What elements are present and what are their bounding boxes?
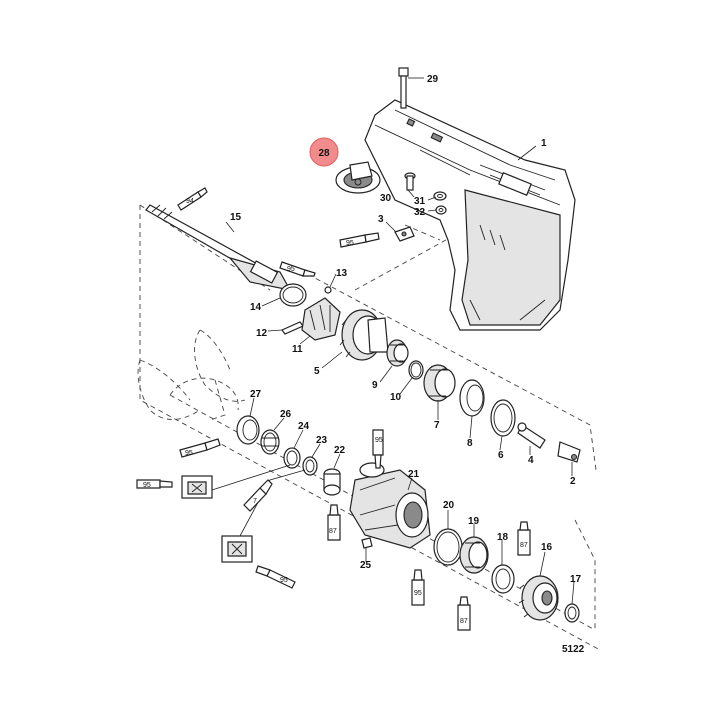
screw-30	[404, 172, 416, 191]
callout-12[interactable]: 12	[256, 328, 268, 339]
nut-32	[435, 205, 447, 215]
lubricant-tube-95-shaft: 95	[279, 261, 316, 277]
callout-16[interactable]: 16	[541, 542, 553, 553]
lubricant-tube-95-carrier: 95	[372, 429, 384, 469]
shift-shaft-4	[517, 422, 546, 449]
washer-17	[564, 603, 580, 623]
callout-15[interactable]: 15	[230, 212, 242, 223]
ring-13	[324, 286, 332, 294]
callout-32[interactable]: 32	[414, 207, 426, 218]
callout-26[interactable]: 26	[280, 409, 292, 420]
callout-2[interactable]: 2	[570, 476, 576, 487]
tool-box-upper	[181, 475, 213, 499]
lubricant-tube-87-bearing: 87	[457, 596, 471, 631]
tapered-bearing-7	[423, 364, 456, 402]
lubricant-label-87-bushing: 87	[329, 528, 337, 535]
washer-31	[433, 191, 447, 201]
callout-11[interactable]: 11	[292, 344, 303, 355]
callout-28[interactable]: 28	[318, 148, 330, 159]
o-ring-20	[433, 528, 463, 566]
callout-8[interactable]: 8	[467, 438, 473, 449]
clutch-11	[301, 297, 341, 341]
callout-17[interactable]: 17	[570, 574, 582, 585]
lubricant-label-94: 94	[186, 198, 194, 205]
callout-10[interactable]: 10	[390, 392, 402, 403]
callout-21[interactable]: 21	[408, 469, 420, 480]
lubricant-label-87-gear: 87	[520, 542, 528, 549]
lubricant-tube-87-bushing: 87	[327, 504, 341, 541]
lubricant-tube-7: 7	[243, 479, 273, 512]
bearing-19	[459, 536, 489, 574]
pin-12	[281, 321, 304, 335]
race-18	[491, 564, 515, 594]
bearing-carrier-21	[349, 462, 431, 549]
callout-22[interactable]: 22	[334, 445, 346, 456]
bearing-9	[386, 339, 409, 367]
lubricant-tube-95-ring: 95	[411, 569, 425, 606]
callout-4[interactable]: 4	[528, 455, 534, 466]
callout-numbers: 1 2 3 4 5 6 7 8 9 10 11 12 13 14 15 16 1…	[230, 74, 582, 585]
lubricant-label-95-ring: 95	[414, 590, 422, 597]
propeller-outline	[137, 329, 246, 421]
lubricant-tube-94: 94	[177, 187, 208, 211]
callout-19[interactable]: 19	[468, 516, 480, 527]
washer-24	[283, 447, 301, 469]
callout-30[interactable]: 30	[380, 193, 392, 204]
seal-27	[236, 415, 260, 445]
bushing-22	[323, 468, 341, 496]
lubricant-label-95-fitting: 95	[346, 240, 354, 247]
lubricant-label-95-carrier: 95	[375, 437, 383, 444]
callout-29[interactable]: 29	[427, 74, 439, 85]
callout-5[interactable]: 5	[314, 366, 320, 377]
bolt-29	[398, 67, 409, 109]
lubricant-tube-95-lower: 95	[255, 565, 296, 589]
lubricant-label-7: 7	[253, 498, 257, 505]
lubricant-tube-95-box: 95	[136, 479, 173, 489]
o-ring-6	[490, 399, 516, 437]
shift-cam-2	[557, 441, 581, 463]
callout-14[interactable]: 14	[250, 302, 262, 313]
gear-housing	[364, 99, 576, 331]
callout-18[interactable]: 18	[497, 532, 509, 543]
callout-leaders	[225, 77, 575, 605]
reverse-gear-16	[518, 575, 559, 621]
callout-31[interactable]: 31	[414, 196, 426, 207]
seal-23	[302, 456, 318, 476]
callout-13[interactable]: 13	[336, 268, 348, 279]
callout-25[interactable]: 25	[360, 560, 372, 571]
highlight-callout-28[interactable]	[309, 137, 339, 167]
figure-number: 5122	[562, 644, 585, 655]
tool-leader-lower	[239, 469, 306, 537]
o-ring-14	[279, 283, 307, 307]
callout-20[interactable]: 20	[443, 500, 455, 511]
ring-10	[408, 360, 424, 380]
callout-27[interactable]: 27	[250, 389, 262, 400]
callout-23[interactable]: 23	[316, 435, 328, 446]
lubricant-label-87-bearing: 87	[460, 618, 468, 625]
lubricant-tube-87-gear: 87	[517, 521, 531, 556]
tool-leader-upper	[211, 464, 291, 491]
lubricant-label-95-shaft: 95	[287, 266, 295, 273]
screw-25	[361, 537, 373, 549]
lubricant-label-95-lower: 95	[280, 577, 288, 584]
tool-box-lower	[221, 535, 253, 563]
propeller-shaft-15	[145, 204, 292, 291]
fitting-3	[394, 226, 415, 242]
ring-26	[260, 429, 280, 455]
cover-28	[335, 161, 381, 194]
lubricant-tube-95-seal: 95	[179, 438, 221, 458]
lubricant-label-95-box: 95	[143, 482, 151, 489]
callout-9[interactable]: 9	[372, 380, 378, 391]
lubricant-tube-95-fitting: 95	[339, 232, 380, 248]
bearing-race-8	[459, 379, 485, 417]
callout-7[interactable]: 7	[434, 420, 440, 431]
callout-3[interactable]: 3	[378, 214, 384, 225]
forward-gear-5	[339, 309, 389, 361]
callout-24[interactable]: 24	[298, 421, 310, 432]
callout-6[interactable]: 6	[498, 450, 504, 461]
lubricant-label-95-seal: 95	[185, 450, 193, 457]
callout-1[interactable]: 1	[541, 138, 547, 149]
